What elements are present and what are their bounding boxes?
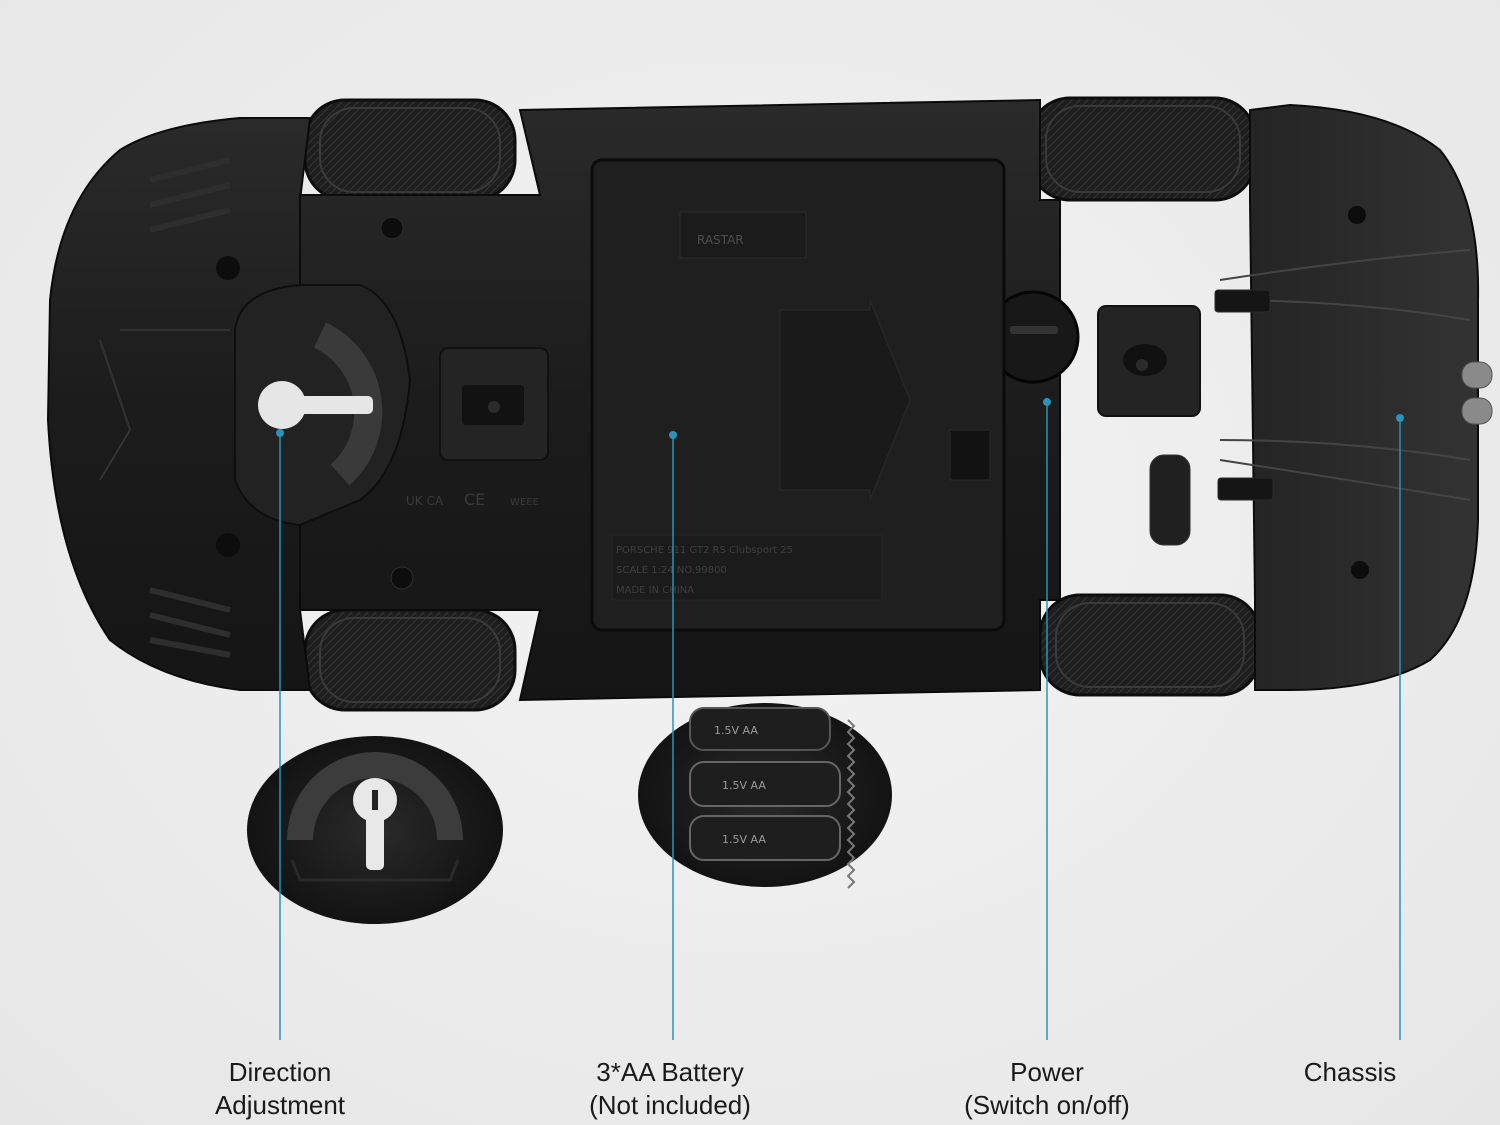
direction-label-line1: Direction xyxy=(228,1057,332,1087)
chassis-label: Chassis xyxy=(1200,1056,1500,1089)
rear-top-wheel xyxy=(1028,96,1257,202)
battery-cell-2: 1.5V AA xyxy=(722,779,766,792)
brand-emboss: RASTAR xyxy=(697,233,744,247)
scale-line: SCALE 1:24 NO.99800 xyxy=(616,565,727,576)
power-label-line2: (Switch on/off) xyxy=(964,1090,1130,1120)
front-top-wheel xyxy=(303,98,517,202)
battery-cell-3: 1.5V AA xyxy=(722,833,766,846)
model-line: PORSCHE 911 GT2 RS Clubsport 25 xyxy=(616,545,793,556)
battery-label-line2: (Not included) xyxy=(589,1090,751,1120)
battery-label-line1: 3*AA Battery xyxy=(596,1057,744,1087)
battery-cell-1: 1.5V AA xyxy=(714,724,758,737)
front-bottom-wheel xyxy=(303,608,517,712)
rear-bottom-wheel xyxy=(1038,593,1262,697)
battery-zoom-inset xyxy=(638,703,892,889)
direction-label-line2: Adjustment xyxy=(214,1090,346,1120)
ce-mark: CE xyxy=(464,490,485,509)
direction-adjustment-label: Direction Adjustment xyxy=(130,1056,430,1122)
callout-lines xyxy=(276,398,1404,1040)
ukca-mark: UK CA xyxy=(406,494,444,508)
car-underside xyxy=(46,98,1493,702)
direction-zoom-inset xyxy=(247,736,503,924)
power-label-line1: Power xyxy=(1010,1057,1084,1087)
power-label: Power (Switch on/off) xyxy=(897,1056,1197,1122)
weee-mark: WEEE xyxy=(510,497,539,508)
chassis-label-line1: Chassis xyxy=(1303,1057,1397,1087)
battery-label: 3*AA Battery (Not included) xyxy=(520,1056,820,1122)
origin-line: MADE IN CHINA xyxy=(616,585,694,596)
